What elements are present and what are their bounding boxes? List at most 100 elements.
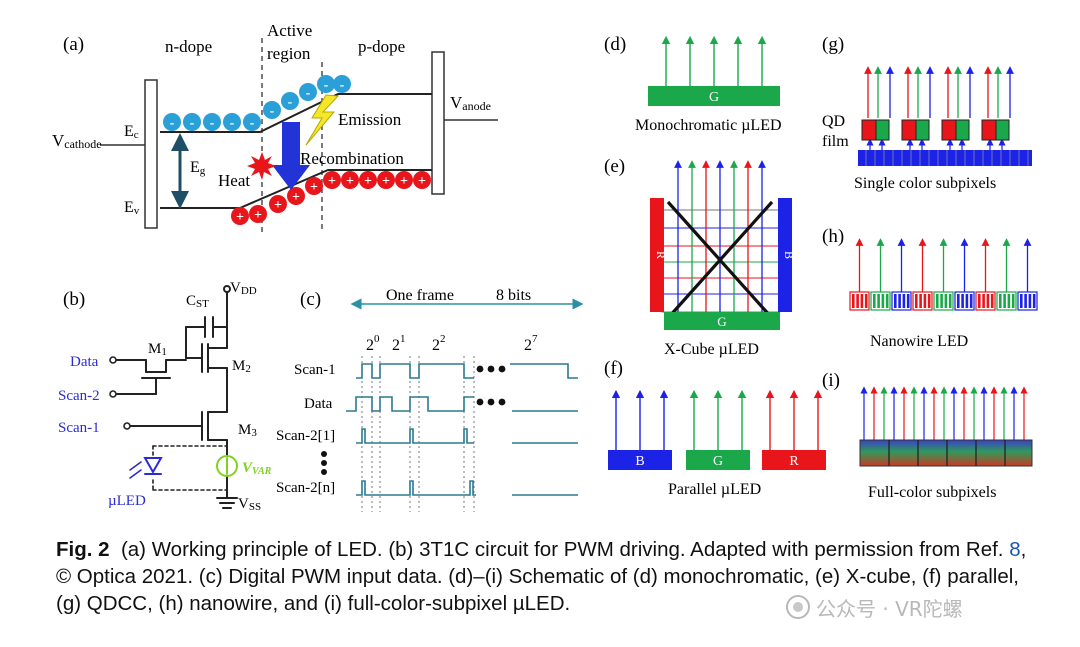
- row-label-scan1: Scan-1: [294, 362, 336, 378]
- svg-text:+: +: [382, 174, 390, 189]
- ec-label: Ec: [124, 123, 139, 141]
- nanowire-block: [849, 291, 870, 311]
- power-2-0: 20: [366, 333, 380, 354]
- panel-g: (g) QD film Single color subpixels: [822, 34, 1032, 192]
- panel-a: (a) n-dope Active region p-dope Vcathode…: [52, 21, 498, 232]
- nanowire-block: [891, 291, 912, 311]
- svg-text:+: +: [274, 198, 282, 213]
- svg-text:+: +: [328, 174, 336, 189]
- led-diode-icon: [143, 457, 163, 475]
- watermark-text: 公众号 · VR陀螺: [816, 596, 963, 621]
- red-led-block-f: [762, 450, 826, 470]
- scan2-input-label: Scan-2: [58, 388, 100, 404]
- caption-ref-link[interactable]: 8: [1009, 538, 1021, 561]
- caption-part-1: (a) Working principle of LED. (b) 3T1C c…: [120, 538, 1004, 561]
- hole: +: [305, 177, 323, 195]
- qd-label-2: film: [822, 133, 849, 150]
- power-2-2: 22: [432, 333, 446, 354]
- hole: +: [287, 187, 305, 205]
- wechat-logo-icon: [786, 595, 810, 619]
- conduction-band: [160, 93, 432, 133]
- svg-text:-: -: [230, 116, 235, 131]
- qd-cell: [901, 119, 930, 141]
- hole: +: [359, 171, 377, 189]
- timing-guides: [361, 356, 475, 512]
- bits-label: 8 bits: [496, 287, 531, 304]
- qd-film-cells: [861, 119, 1010, 141]
- electron: -: [281, 92, 299, 110]
- eg-label: Eg: [190, 159, 206, 177]
- caption-fig-label: Fig. 2: [56, 538, 110, 561]
- uled-label: µLED: [108, 493, 146, 509]
- hole: +: [231, 207, 249, 225]
- green-led-letter: G: [709, 90, 719, 105]
- ev-label: Ev: [124, 199, 140, 217]
- panel-b-label: (b): [63, 289, 85, 310]
- green-led-block-f: [686, 450, 750, 470]
- green-led-block: [648, 86, 780, 106]
- electron: -: [163, 113, 181, 131]
- v-cathode-label: Vcathode: [52, 131, 102, 151]
- v-anode-label: Vanode: [450, 93, 491, 113]
- power-2-1: 21: [392, 333, 406, 354]
- panel-g-caption: Single color subpixels: [854, 175, 996, 192]
- panel-i-caption: Full-color subpixels: [868, 484, 996, 501]
- panel-a-label: (a): [63, 34, 84, 55]
- svg-text:-: -: [340, 78, 345, 93]
- qd-cell: [941, 119, 970, 141]
- active-region-label-1: Active: [267, 21, 312, 40]
- active-region-label-2: region: [267, 44, 311, 63]
- panel-d-caption: Monochromatic µLED: [635, 117, 782, 134]
- green-led-letter-f: G: [713, 454, 723, 469]
- panel-g-arrows: [864, 66, 1014, 150]
- hole: +: [395, 171, 413, 189]
- heat-label: Heat: [218, 171, 250, 190]
- electron: -: [183, 113, 201, 131]
- panel-c: (c) One frame 8 bits 20 21 22 27 Scan-1 …: [276, 287, 584, 512]
- nanowire-block: [996, 291, 1017, 311]
- emission-bolt-icon: [305, 94, 340, 146]
- panel-c-label: (c): [300, 289, 321, 310]
- hole: +: [341, 171, 359, 189]
- svg-text:+: +: [254, 208, 262, 223]
- svg-text:-: -: [306, 86, 311, 101]
- svg-text:-: -: [210, 116, 215, 131]
- full-color-block: [859, 439, 1033, 467]
- nanowire-block: [870, 291, 891, 311]
- vdd-label: VDD: [230, 280, 257, 297]
- timing-waveforms: [346, 363, 578, 496]
- hole: +: [323, 171, 341, 189]
- panel-f: (f) B G R Parallel µLED: [604, 358, 826, 498]
- red-led-letter: R: [654, 251, 668, 259]
- svg-text:-: -: [288, 95, 293, 110]
- recombination-arrow: [272, 122, 310, 190]
- svg-text:-: -: [324, 78, 329, 93]
- row-label-scan2-n: Scan-2[n]: [276, 480, 335, 496]
- hole: +: [269, 195, 287, 213]
- electron: -: [333, 75, 351, 93]
- hole: +: [413, 171, 431, 189]
- panel-d-label: (d): [604, 34, 626, 55]
- panel-i: (i) Full-color subpixels: [822, 370, 1033, 501]
- valence-band: [160, 169, 432, 209]
- svg-text:+: +: [364, 174, 372, 189]
- svg-text:-: -: [170, 116, 175, 131]
- watermark: 公众号 · VR陀螺: [786, 587, 1056, 627]
- m3-label: M3: [238, 422, 257, 439]
- panel-f-label: (f): [604, 358, 623, 379]
- heat-burst-icon: [247, 152, 276, 180]
- panel-i-arrows: [860, 386, 1028, 440]
- svg-text:+: +: [292, 190, 300, 205]
- electron: -: [203, 113, 221, 131]
- panel-h: (h) Nanowire LED: [822, 226, 1038, 350]
- m1-label: M1: [148, 341, 167, 358]
- nanowire-block: [954, 291, 975, 311]
- row-label-data: Data: [304, 396, 333, 412]
- svg-text:+: +: [418, 174, 426, 189]
- caption-part-2: , © Optica 2021. (c) Digital PWM input d…: [56, 538, 1027, 615]
- panel-h-caption: Nanowire LED: [870, 333, 968, 350]
- one-frame-label: One frame: [386, 287, 454, 304]
- green-led-letter-e: G: [717, 314, 726, 329]
- data-input-label: Data: [70, 354, 99, 370]
- svg-text:-: -: [250, 116, 255, 131]
